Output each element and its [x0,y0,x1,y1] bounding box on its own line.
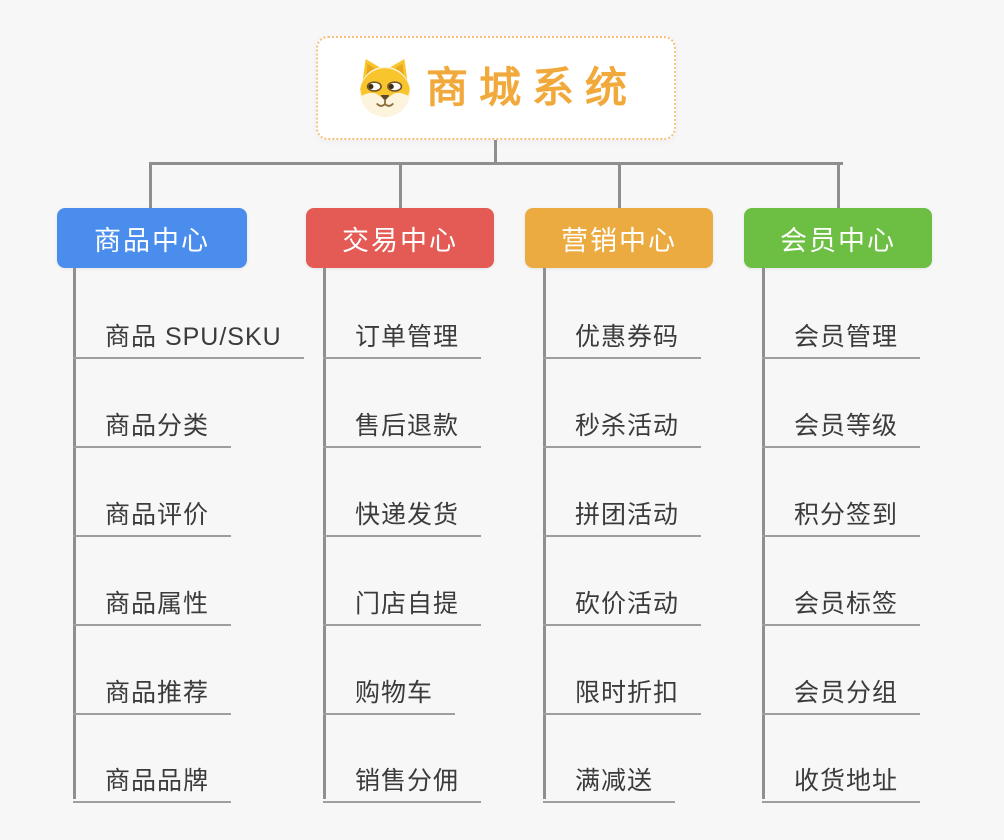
connector-bus [149,162,843,165]
shiba-dog-icon [359,58,411,118]
connector-drop-marketing-center [618,162,621,208]
connector-trunk-member-center [762,268,765,799]
connector-drop-member-center [837,162,840,208]
branch-node-member-center[interactable]: 会员中心 [744,208,932,268]
leaf-item-product-center-5[interactable]: 商品品牌 [73,751,232,803]
leaf-item-trade-center-1[interactable]: 售后退款 [323,396,482,448]
connector-drop-product-center [149,162,152,208]
branch-node-marketing-center[interactable]: 营销中心 [525,208,713,268]
leaf-item-marketing-center-5[interactable]: 满减送 [543,751,676,803]
connector-trunk-marketing-center [543,268,546,799]
leaf-item-product-center-4[interactable]: 商品推荐 [73,663,232,715]
connector-trunk-product-center [73,268,76,799]
leaf-item-marketing-center-3[interactable]: 砍价活动 [543,574,702,626]
leaf-item-trade-center-3[interactable]: 门店自提 [323,574,482,626]
root-node-mall-system[interactable]: 商城系统 [316,36,676,140]
connector-trunk-trade-center [323,268,326,799]
leaf-item-trade-center-5[interactable]: 销售分佣 [323,751,482,803]
leaf-item-trade-center-0[interactable]: 订单管理 [323,307,482,359]
leaf-item-trade-center-2[interactable]: 快递发货 [323,485,482,537]
leaf-item-member-center-5[interactable]: 收货地址 [762,751,921,803]
leaf-item-product-center-3[interactable]: 商品属性 [73,574,232,626]
leaf-item-member-center-2[interactable]: 积分签到 [762,485,921,537]
leaf-item-product-center-0[interactable]: 商品 SPU/SKU [73,307,304,359]
leaf-item-marketing-center-2[interactable]: 拼团活动 [543,485,702,537]
branch-node-product-center[interactable]: 商品中心 [57,208,247,268]
leaf-item-product-center-2[interactable]: 商品评价 [73,485,232,537]
leaf-item-marketing-center-1[interactable]: 秒杀活动 [543,396,702,448]
leaf-item-member-center-0[interactable]: 会员管理 [762,307,921,359]
leaf-item-member-center-1[interactable]: 会员等级 [762,396,921,448]
leaf-item-marketing-center-4[interactable]: 限时折扣 [543,663,702,715]
leaf-item-product-center-1[interactable]: 商品分类 [73,396,232,448]
branch-node-trade-center[interactable]: 交易中心 [306,208,494,268]
leaf-item-trade-center-4[interactable]: 购物车 [323,663,456,715]
leaf-item-marketing-center-0[interactable]: 优惠券码 [543,307,702,359]
root-title: 商城系统 [425,64,638,111]
connector-root-stem [494,140,497,165]
leaf-item-member-center-3[interactable]: 会员标签 [762,574,921,626]
leaf-item-member-center-4[interactable]: 会员分组 [762,663,921,715]
connector-drop-trade-center [399,162,402,208]
